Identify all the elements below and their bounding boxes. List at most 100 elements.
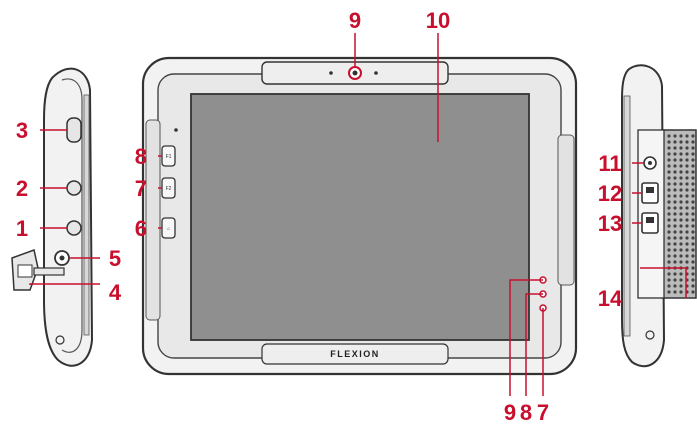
grille-dot	[691, 176, 695, 180]
grille-dot	[667, 206, 671, 210]
grille-dot	[667, 164, 671, 168]
grille-dot	[691, 254, 695, 258]
right-grip	[557, 134, 575, 286]
grille-dot	[673, 140, 677, 144]
grille-dot	[691, 170, 695, 174]
grille-dot	[673, 188, 677, 192]
grille-dot	[691, 266, 695, 270]
grille-dot	[673, 212, 677, 216]
grille-dot	[679, 158, 683, 162]
left-side-view	[11, 67, 94, 367]
grille-dot	[691, 212, 695, 216]
grille-dot	[679, 188, 683, 192]
leader-14	[640, 267, 687, 298]
grille-dot	[679, 134, 683, 138]
grille-dot	[691, 206, 695, 210]
leader-lines	[29, 33, 687, 396]
grille-dot	[685, 140, 689, 144]
grille-dot	[673, 146, 677, 150]
callout-10: 10	[426, 8, 450, 33]
grille-dot	[679, 254, 683, 258]
grille-dot	[673, 170, 677, 174]
grille-dot	[691, 146, 695, 150]
grille-dot	[691, 290, 695, 294]
grille-dot	[679, 212, 683, 216]
grille-dot	[679, 260, 683, 264]
grille-dot	[673, 236, 677, 240]
grille-dot	[673, 152, 677, 156]
grille-dot	[685, 194, 689, 198]
callout-11: 11	[598, 151, 621, 176]
grille-dot	[673, 206, 677, 210]
grille-dot	[691, 194, 695, 198]
grille-dot	[667, 236, 671, 240]
grille-dot	[679, 152, 683, 156]
side-button-1	[66, 220, 82, 236]
grille-dot	[685, 146, 689, 150]
grille-dot	[679, 242, 683, 246]
grille-dot	[667, 134, 671, 138]
grille-dot	[691, 236, 695, 240]
callout-8-left: 8	[135, 144, 147, 169]
grille-dot	[673, 164, 677, 168]
callout-8-bottom: 8	[520, 400, 532, 425]
grille-dot	[679, 218, 683, 222]
callout-labels: 9 10 3 2 1 5 4 8 7 6 11 12 13 14 9 8 7	[16, 8, 623, 425]
grille-dot	[679, 164, 683, 168]
light-sensor	[329, 71, 333, 75]
grille-dot	[667, 242, 671, 246]
grille-dot	[685, 182, 689, 186]
callout-9-top: 9	[349, 8, 361, 33]
callout-6: 6	[135, 216, 147, 241]
callout-9-bottom: 9	[504, 400, 516, 425]
grille-dot	[679, 146, 683, 150]
grille-dot	[679, 248, 683, 252]
grille-dot	[667, 152, 671, 156]
grille-dot	[691, 188, 695, 192]
callout-5: 5	[109, 246, 121, 271]
grille-dot	[691, 260, 695, 264]
grille-dot	[679, 284, 683, 288]
strap-clip-slot	[17, 264, 33, 278]
grille-dot	[685, 260, 689, 264]
grille-dot	[679, 236, 683, 240]
grille-dot	[673, 248, 677, 252]
grille-dot	[673, 290, 677, 294]
grille-dot	[679, 200, 683, 204]
grille-dot	[685, 230, 689, 234]
grille-dot	[691, 140, 695, 144]
grille-dot	[673, 278, 677, 282]
grille-dot	[679, 170, 683, 174]
grille-dot	[691, 230, 695, 234]
front-camera-lens	[352, 70, 358, 76]
indicator-led	[174, 128, 178, 132]
grille-dot	[667, 188, 671, 192]
grille-dot	[667, 254, 671, 258]
grille-dot	[685, 152, 689, 156]
right-foot-screw	[645, 330, 655, 340]
strap-bar	[33, 267, 65, 276]
grille-dot	[673, 218, 677, 222]
side-button-2	[66, 180, 82, 196]
grille-dot	[667, 248, 671, 252]
grille-dot	[667, 212, 671, 216]
grille-dot	[679, 290, 683, 294]
callout-12: 12	[598, 181, 622, 206]
grille-dot	[667, 272, 671, 276]
grille-dot	[691, 248, 695, 252]
grille-dot	[679, 224, 683, 228]
grille-dot	[673, 194, 677, 198]
grille-dot	[685, 188, 689, 192]
power-jack-pin	[59, 255, 65, 261]
grille-dot	[691, 218, 695, 222]
grille-dot	[685, 242, 689, 246]
callout-1: 1	[16, 216, 28, 241]
grille-dot	[673, 200, 677, 204]
grille-dot	[679, 272, 683, 276]
grille-dot	[667, 278, 671, 282]
grille-dot	[691, 284, 695, 288]
grille-dot	[673, 158, 677, 162]
leader-9-bottom	[509, 279, 543, 396]
grille-dot	[691, 152, 695, 156]
leader-8-bottom	[525, 293, 543, 396]
